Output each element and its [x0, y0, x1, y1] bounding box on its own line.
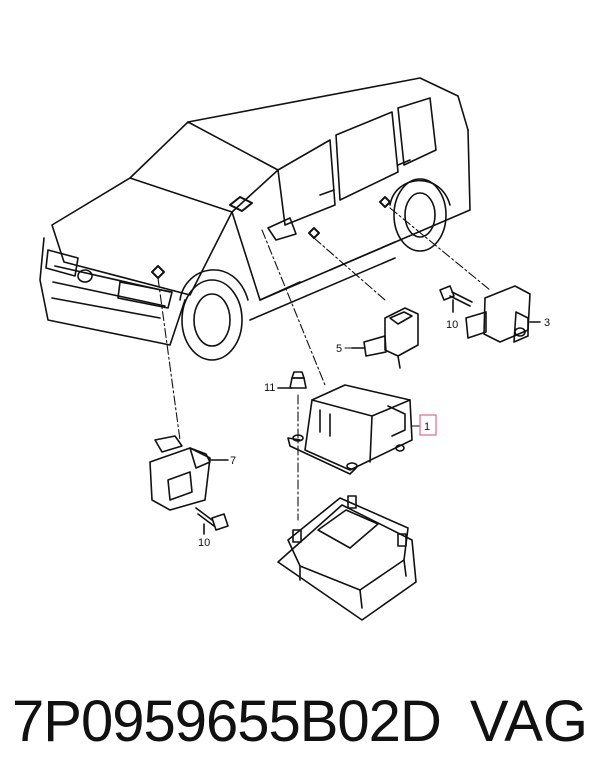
part-number: 7P0959655B02D: [12, 689, 442, 754]
callout-1: 1: [424, 421, 430, 433]
marker-rear-sensor: [379, 196, 391, 208]
callout-11: 11: [264, 382, 275, 394]
brand-label: VAG: [469, 689, 588, 754]
nut-icon: [277, 371, 307, 389]
marker-side-sensor: [308, 227, 320, 239]
bracket-icon: [277, 495, 417, 621]
vehicle-outline: [39, 77, 471, 361]
side-sensor-icon: [351, 307, 419, 369]
callout-7: 7: [230, 455, 236, 467]
rear-sensor-icon: [465, 285, 541, 343]
marker-front-sensor: [151, 265, 165, 279]
exploded-parts-diagram: 1 3 5 7 10 10 11: [39, 77, 550, 621]
footer: 7P0959655B02D VAG: [0, 672, 600, 772]
control-unit-icon: [287, 384, 413, 475]
leader-lines: [157, 207, 491, 521]
front-sensor-icon: [149, 435, 229, 511]
bolt-icon: [439, 285, 473, 313]
location-markers: [151, 196, 391, 279]
marker-control-unit: [229, 196, 253, 212]
bolt-icon: [195, 507, 229, 535]
highlight-box: [419, 414, 437, 436]
callout-10-upper: 10: [446, 319, 458, 331]
callout-ticks: [344, 321, 541, 427]
callout-10-lower: 10: [198, 537, 210, 549]
callout-3: 3: [544, 317, 550, 329]
callout-5: 5: [336, 343, 342, 355]
